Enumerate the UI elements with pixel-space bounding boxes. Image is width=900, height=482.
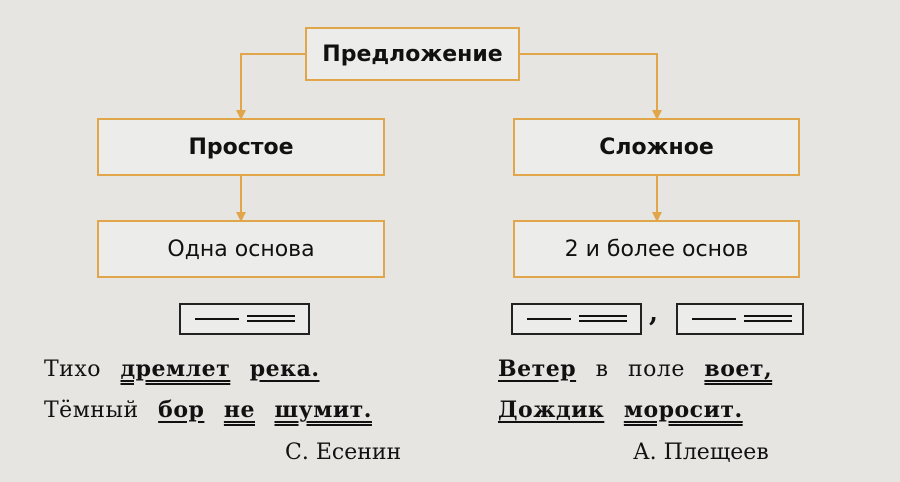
word-subject: река.: [249, 356, 320, 382]
poem-left-line2: Тёмный бор не шумит.: [44, 397, 372, 423]
word-predicate: моросит.: [623, 397, 743, 423]
box-complex: Сложное: [513, 118, 800, 176]
poem-right-line2: Дождик моросит.: [498, 397, 743, 423]
scheme-comma: ,: [649, 298, 659, 328]
box-complex-label: Сложное: [599, 134, 714, 160]
word-subject: Ветер: [498, 356, 577, 382]
word-predicate: дремлет: [120, 356, 231, 382]
word-predicate: не: [223, 397, 255, 423]
poem-left-line1: Тихо дремлет река.: [44, 356, 319, 382]
word-predicate: шумит.: [274, 397, 372, 423]
box-simple-desc-label: Одна основа: [167, 236, 315, 262]
word-predicate: воет,: [704, 356, 773, 382]
word: поле: [628, 357, 685, 382]
box-simple: Простое: [97, 118, 385, 176]
word: Тихо: [44, 357, 101, 382]
box-simple-desc: Одна основа: [97, 220, 385, 278]
scheme-complex-part2: [676, 303, 804, 335]
scheme-complex-part1: [511, 303, 642, 335]
box-sentence-label: Предложение: [322, 41, 503, 67]
box-simple-label: Простое: [188, 134, 294, 160]
word: в: [595, 357, 609, 382]
scheme-simple: [179, 303, 310, 335]
word: Тёмный: [44, 398, 139, 423]
box-sentence: Предложение: [305, 27, 520, 81]
box-complex-desc-label: 2 и более основ: [564, 236, 749, 262]
author-right: А. Плещеев: [633, 440, 769, 465]
poem-right-line1: Ветер в поле воет,: [498, 356, 772, 382]
box-complex-desc: 2 и более основ: [513, 220, 800, 278]
word-subject: бор: [158, 397, 205, 423]
author-left: С. Есенин: [285, 440, 402, 465]
word-subject: Дождик: [498, 397, 605, 423]
